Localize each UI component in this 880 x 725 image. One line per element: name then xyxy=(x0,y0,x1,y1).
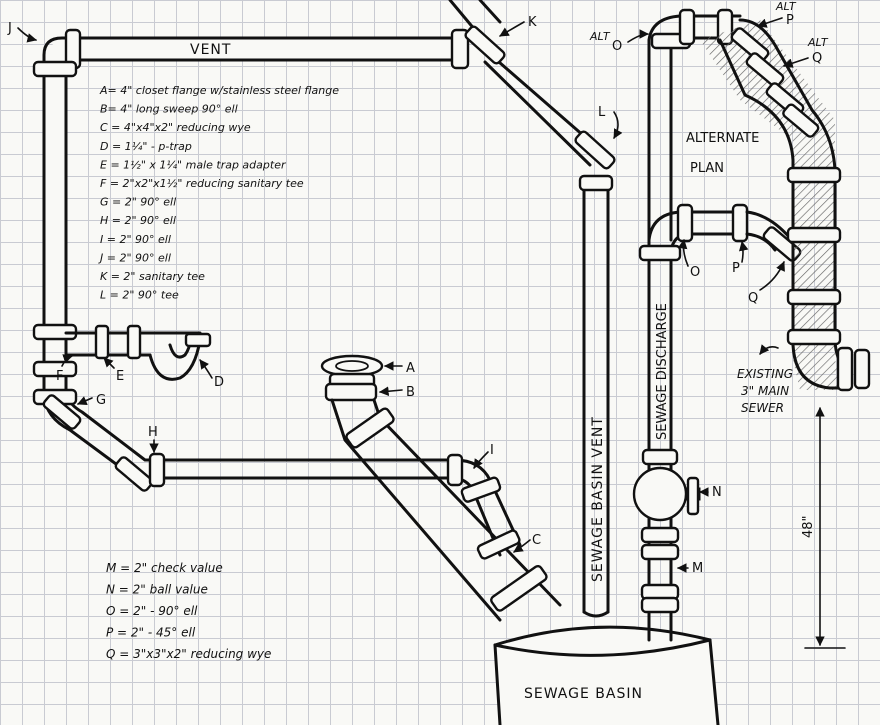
discharge-pipe-run xyxy=(632,8,802,642)
callout-d: D xyxy=(214,375,224,390)
callout-alt-q: Q xyxy=(812,51,822,66)
callout-b: B xyxy=(406,385,415,400)
fittings-legend-line: J = 2" 90° ell xyxy=(98,251,171,264)
vent-pipe-run xyxy=(32,0,616,618)
fittings-legend-line: E = 1½" x 1¼" male trap adapter xyxy=(100,158,287,171)
callout-k: K xyxy=(528,15,537,30)
callout-g: G xyxy=(96,393,106,408)
fitting-o xyxy=(676,203,694,243)
fittings-legend-line: F = 2"x2"x1½" reducing sanitary tee xyxy=(100,177,304,190)
vent-label: VENT xyxy=(190,42,231,58)
existing-sewer-line1: EXISTING xyxy=(737,367,793,381)
fitting-p xyxy=(731,203,749,243)
sewage-basin-vent-label: SEWAGE BASIN VENT xyxy=(590,416,606,582)
callout-h: H xyxy=(148,425,158,440)
valves-legend-line: M = 2" check value xyxy=(106,561,223,575)
height-label: 48" xyxy=(801,515,816,538)
fitting-k xyxy=(450,28,470,70)
ball-valve-n xyxy=(632,466,688,522)
callout-m: M xyxy=(692,561,703,576)
callout-j: J xyxy=(7,21,12,36)
existing-sewer-line2: 3" MAIN xyxy=(741,384,789,398)
valves-legend-line: P = 2" - 45° ell xyxy=(106,626,196,640)
sewage-basin xyxy=(493,625,720,725)
fittings-legend: A= 4" closet flange w/stainless steel fl… xyxy=(98,84,339,302)
height-dimension: 48" xyxy=(801,407,846,649)
fittings-legend-line: G = 2" 90° ell xyxy=(100,196,176,209)
existing-sewer-line3: SEWER xyxy=(741,401,784,415)
fittings-legend-line: D = 1¼" - p-trap xyxy=(100,140,192,153)
alternate-plan-line1: ALTERNATE xyxy=(686,131,759,146)
callout-e: E xyxy=(116,369,124,384)
existing-main-sewer xyxy=(700,18,871,392)
callout-n: N xyxy=(712,485,722,500)
toilet-drain xyxy=(320,354,562,622)
fitting-e xyxy=(94,324,110,360)
callout-alt-p: P xyxy=(786,13,794,28)
valves-legend: M = 2" check value N = 2" ball value O = 2… xyxy=(106,561,271,661)
callouts: J K L A B I C H G F E D N M O P Q ALT O xyxy=(7,0,829,576)
valves-legend-line: Q = 3"x3"x2" reducing wye xyxy=(106,647,271,661)
callout-a: A xyxy=(406,361,415,376)
fitting-l xyxy=(574,130,616,170)
fittings-legend-line: L = 2" 90° tee xyxy=(100,289,179,302)
callout-p: P xyxy=(732,261,740,276)
callout-c: C xyxy=(532,533,541,548)
fitting-g xyxy=(42,394,82,430)
callout-alt-o: O xyxy=(612,39,622,54)
drain-pipe-run xyxy=(32,323,457,492)
fittings-legend-line: C = 4"x4"x2" reducing wye xyxy=(100,121,251,134)
callout-alt-o-word: ALT xyxy=(589,30,611,43)
p-trap-d xyxy=(184,332,212,348)
check-valve-m xyxy=(640,526,680,544)
sewage-basin-label: SEWAGE BASIN xyxy=(524,686,643,702)
callout-alt-p-word: ALT xyxy=(775,0,797,13)
fitting-i xyxy=(446,453,464,487)
wye-c xyxy=(476,529,521,560)
fittings-legend-line: B= 4" long sweep 90° ell xyxy=(100,103,238,116)
callout-q: Q xyxy=(748,291,758,306)
alternate-plan-line2: PLAN xyxy=(690,161,724,176)
callout-o: O xyxy=(690,265,700,280)
sewage-discharge-label: SEWAGE DISCHARGE xyxy=(655,303,670,440)
fittings-legend-line: I = 2" 90° ell xyxy=(100,233,171,246)
fitting-h xyxy=(148,452,166,488)
callout-f: F xyxy=(56,369,63,384)
callout-i: I xyxy=(490,443,494,458)
fittings-legend-line: H = 2" 90° ell xyxy=(100,214,176,227)
valves-legend-line: O = 2" - 90° ell xyxy=(106,604,198,618)
fittings-legend-line: A= 4" closet flange w/stainless steel fl… xyxy=(99,84,339,97)
fitting-f xyxy=(32,360,78,378)
long-sweep-b xyxy=(324,382,378,402)
fittings-legend-line: K = 2" sanitary tee xyxy=(100,270,205,283)
callout-l: L xyxy=(598,105,606,120)
valves-legend-line: N = 2" ball value xyxy=(106,583,208,597)
callout-alt-q-word: ALT xyxy=(807,36,829,49)
